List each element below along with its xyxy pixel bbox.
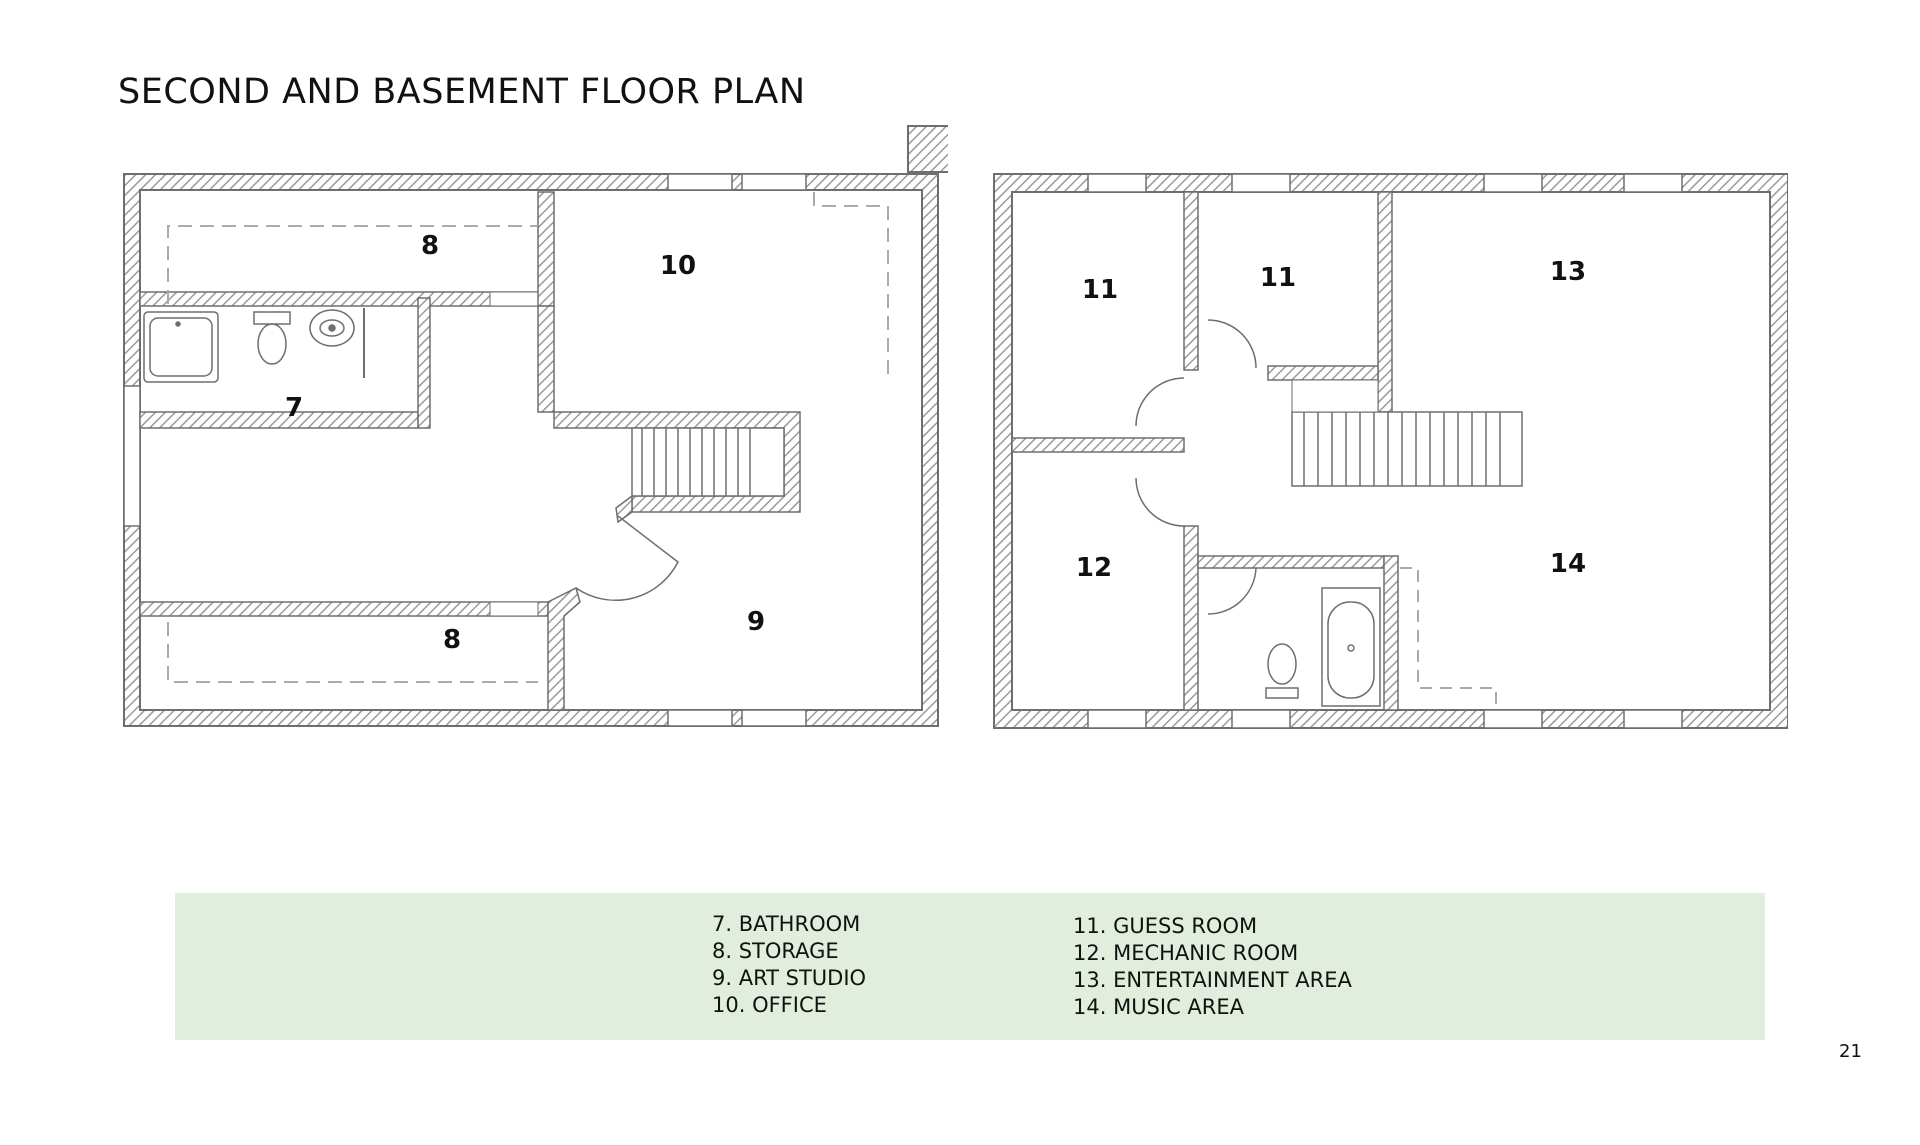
legend-item: 9. ART STUDIO: [712, 966, 867, 990]
shelf-outline: [1400, 567, 1497, 708]
shower: [143, 311, 219, 383]
room-10-label: 10: [659, 251, 697, 281]
window: [1087, 709, 1147, 729]
window: [1623, 173, 1683, 193]
room-13-label: 13: [1549, 257, 1587, 287]
legend-item: 14. MUSIC AREA: [1073, 995, 1245, 1019]
room-11-right-label: 11: [1259, 263, 1297, 293]
legend-column-1: 7. BATHROOM 8. STORAGE 9. ART STUDIO 10.…: [712, 911, 866, 1019]
toilet: [1265, 643, 1299, 699]
room-11-left-label: 11: [1081, 275, 1119, 305]
window: [741, 709, 807, 727]
staircase-left: [631, 427, 785, 497]
legend-item: 10. OFFICE: [712, 993, 827, 1017]
legend-item: 7. BATHROOM: [712, 912, 861, 936]
door-arc: [1135, 477, 1185, 527]
bathtub: [1321, 587, 1381, 707]
room-14-label: 14: [1549, 549, 1587, 579]
page-title: SECOND AND BASEMENT FLOOR PLAN: [118, 72, 806, 112]
window: [667, 709, 733, 727]
legend-item: 11. GUESS ROOM: [1073, 914, 1258, 938]
room-7-label: 7: [284, 393, 304, 423]
window: [1623, 709, 1683, 729]
door-arc: [1207, 567, 1257, 615]
window: [667, 173, 733, 191]
legend-column-2: 11. GUESS ROOM 12. MECHANIC ROOM 13. ENT…: [1073, 913, 1352, 1021]
shelf-outline: [167, 622, 538, 683]
legend-item: 12. MECHANIC ROOM: [1073, 941, 1299, 965]
second-floor-plan: 11 11 13 12 14: [988, 168, 1789, 734]
window: [123, 385, 141, 527]
legend-item: 13. ENTERTAINMENT AREA: [1073, 968, 1352, 992]
chimney: [907, 125, 955, 173]
window: [741, 173, 807, 191]
shelf-outline: [167, 225, 538, 348]
basement-floor-plan: 8 10 7 9 8: [118, 122, 955, 734]
shelf: [1291, 379, 1379, 413]
toilet: [253, 311, 291, 365]
room-8-top-label: 8: [420, 231, 440, 261]
basement-plan-drawing: [123, 125, 955, 727]
staircase-right: [1291, 411, 1523, 487]
shelf-outline: [813, 192, 889, 382]
outer-wall: [123, 173, 939, 727]
window: [1087, 173, 1147, 193]
room-legend: 7. BATHROOM 8. STORAGE 9. ART STUDIO 10.…: [175, 893, 1765, 1040]
window: [1231, 709, 1291, 729]
room-8-bottom-label: 8: [442, 625, 462, 655]
room-12-label: 12: [1075, 553, 1113, 583]
window: [1483, 709, 1543, 729]
sink: [309, 309, 355, 347]
door-arc: [1207, 319, 1257, 369]
second-floor-plan-drawing: [993, 173, 1789, 729]
door-arc: [1135, 377, 1185, 427]
room-9-label: 9: [746, 607, 766, 637]
legend-item: 8. STORAGE: [712, 939, 839, 963]
page-number: 21: [1839, 1041, 1862, 1062]
door-arc: [575, 515, 679, 601]
window: [1231, 173, 1291, 193]
window: [1483, 173, 1543, 193]
